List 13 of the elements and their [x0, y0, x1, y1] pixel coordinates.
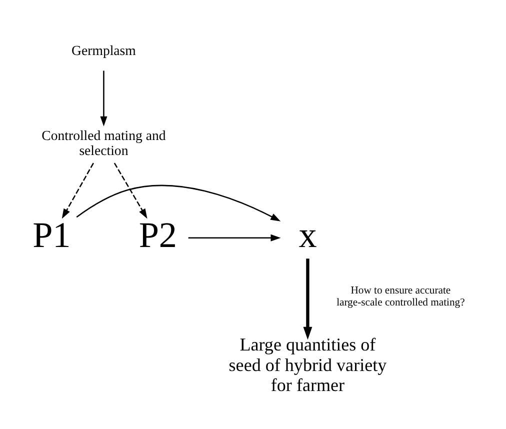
- arrow: [62, 162, 94, 218]
- arrow: [100, 70, 108, 126]
- node-text: P1: [32, 214, 71, 255]
- node-text: Controlled mating and selection: [42, 127, 166, 158]
- edge-label: How to ensure accurate large-scale controlled mating?: [336, 285, 465, 308]
- arrow: [188, 234, 281, 241]
- arrow: [114, 162, 148, 218]
- node-text: Large quantities of seed of hybrid variety for farmer: [228, 334, 387, 394]
- node-text: x: [298, 214, 317, 255]
- node-text: Germplasm: [72, 42, 136, 58]
- arrow: [303, 258, 312, 340]
- node-text: P2: [138, 214, 177, 255]
- arrow: [76, 184, 281, 221]
